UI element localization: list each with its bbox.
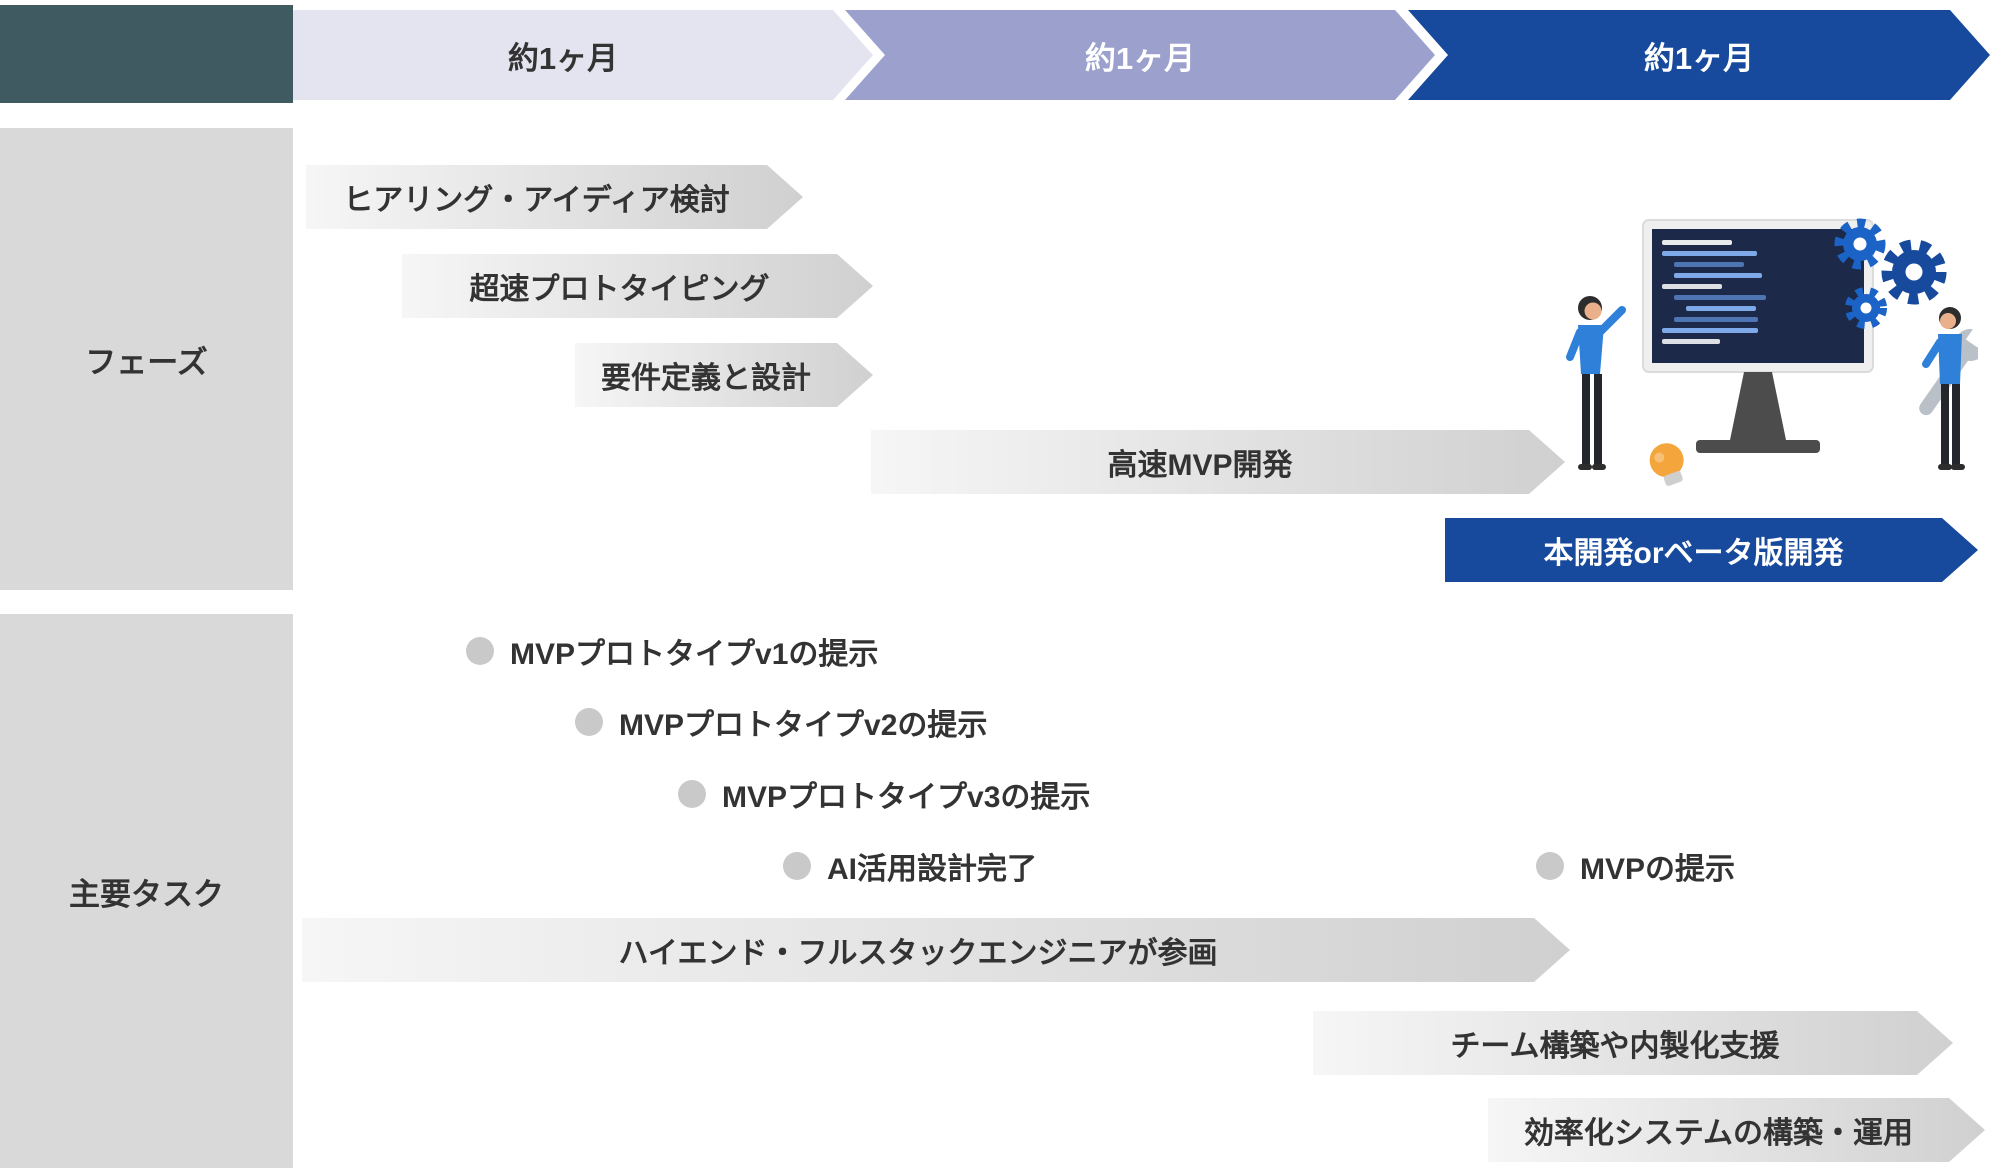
lightbulb-icon: [1649, 443, 1684, 486]
phase-arrow-rapid-prototyping: 超速プロトタイピング: [402, 254, 873, 318]
timeline-period-3-label: 約1ヶ月: [1643, 40, 1755, 76]
row-label-phase-text: フェーズ: [85, 344, 208, 380]
phase-arrow-hearing-idea: ヒアリング・アイディア検討: [306, 165, 803, 229]
phase-arrow-requirements-design-label: 要件定義と設計: [601, 362, 811, 395]
phase-arrow-fast-mvp-dev: 高速MVP開発: [871, 430, 1565, 494]
timeline-period-2: 約1ヶ月: [845, 10, 1435, 100]
milestone-mvp-v1-label: MVPプロトタイプv1の提示: [510, 638, 879, 671]
milestone-dot-icon: [783, 852, 811, 880]
row-label-phase: フェーズ: [0, 128, 293, 590]
task-bar-team-building: チーム構築や内製化支援: [1313, 1011, 1953, 1075]
milestone-mvp-v2-label: MVPプロトタイプv2の提示: [619, 709, 988, 742]
row-label-main-tasks: 主要タスク: [0, 614, 293, 1168]
phase-arrow-full-or-beta-dev: 本開発orベータ版開発: [1445, 518, 1978, 582]
milestone-mvp-delivery: MVPの提示: [1536, 848, 1735, 886]
timeline-period-3: 約1ヶ月: [1408, 10, 1990, 100]
milestone-mvp-v1: MVPプロトタイプv1の提示: [466, 633, 878, 671]
monitor-icon: [1642, 219, 1874, 453]
milestone-ai-design-complete: AI活用設計完了: [783, 848, 1037, 886]
milestone-dot-icon: [678, 780, 706, 808]
timeline-period-1: 約1ヶ月: [293, 10, 873, 100]
person-figure: [1922, 307, 1965, 470]
phase-arrow-full-or-beta-dev-label: 本開発orベータ版開発: [1543, 537, 1844, 570]
milestone-dot-icon: [575, 708, 603, 736]
phase-arrow-fast-mvp-dev-label: 高速MVP開発: [1107, 449, 1293, 482]
milestone-mvp-v3-label: MVPプロトタイプv3の提示: [722, 781, 1091, 814]
development-illustration: [1566, 218, 1978, 486]
milestone-ai-design-complete-label: AI活用設計完了: [827, 853, 1037, 886]
timeline-period-2-label: 約1ヶ月: [1084, 40, 1196, 76]
milestone-dot-icon: [1536, 852, 1564, 880]
row-label-main-tasks-text: 主要タスク: [69, 876, 224, 912]
timeline-period-1-label: 約1ヶ月: [507, 40, 619, 76]
code-lines: [1662, 240, 1766, 344]
task-bar-efficiency-system-label: 効率化システムの構築・運用: [1523, 1117, 1914, 1150]
task-bar-fullstack-engineer: ハイエンド・フルスタックエンジニアが参画: [302, 918, 1570, 982]
phase-arrow-requirements-design: 要件定義と設計: [575, 343, 873, 407]
milestone-dot-icon: [466, 637, 494, 665]
task-bar-fullstack-engineer-label: ハイエンド・フルスタックエンジニアが参画: [618, 937, 1218, 970]
timeline-corner-block: [0, 5, 293, 103]
phase-arrow-rapid-prototyping-label: 超速プロトタイピング: [469, 273, 770, 306]
milestone-mvp-delivery-label: MVPの提示: [1580, 853, 1736, 886]
phase-arrow-hearing-idea-label: ヒアリング・アイディア検討: [343, 184, 730, 217]
milestone-mvp-v2: MVPプロトタイプv2の提示: [575, 704, 987, 742]
gear-icon: [1834, 218, 1947, 329]
task-bar-efficiency-system: 効率化システムの構築・運用: [1488, 1098, 1985, 1162]
task-bar-team-building-label: チーム構築や内製化支援: [1450, 1030, 1780, 1063]
milestone-mvp-v3: MVPプロトタイプv3の提示: [678, 776, 1090, 814]
person-figure: [1566, 296, 1626, 470]
